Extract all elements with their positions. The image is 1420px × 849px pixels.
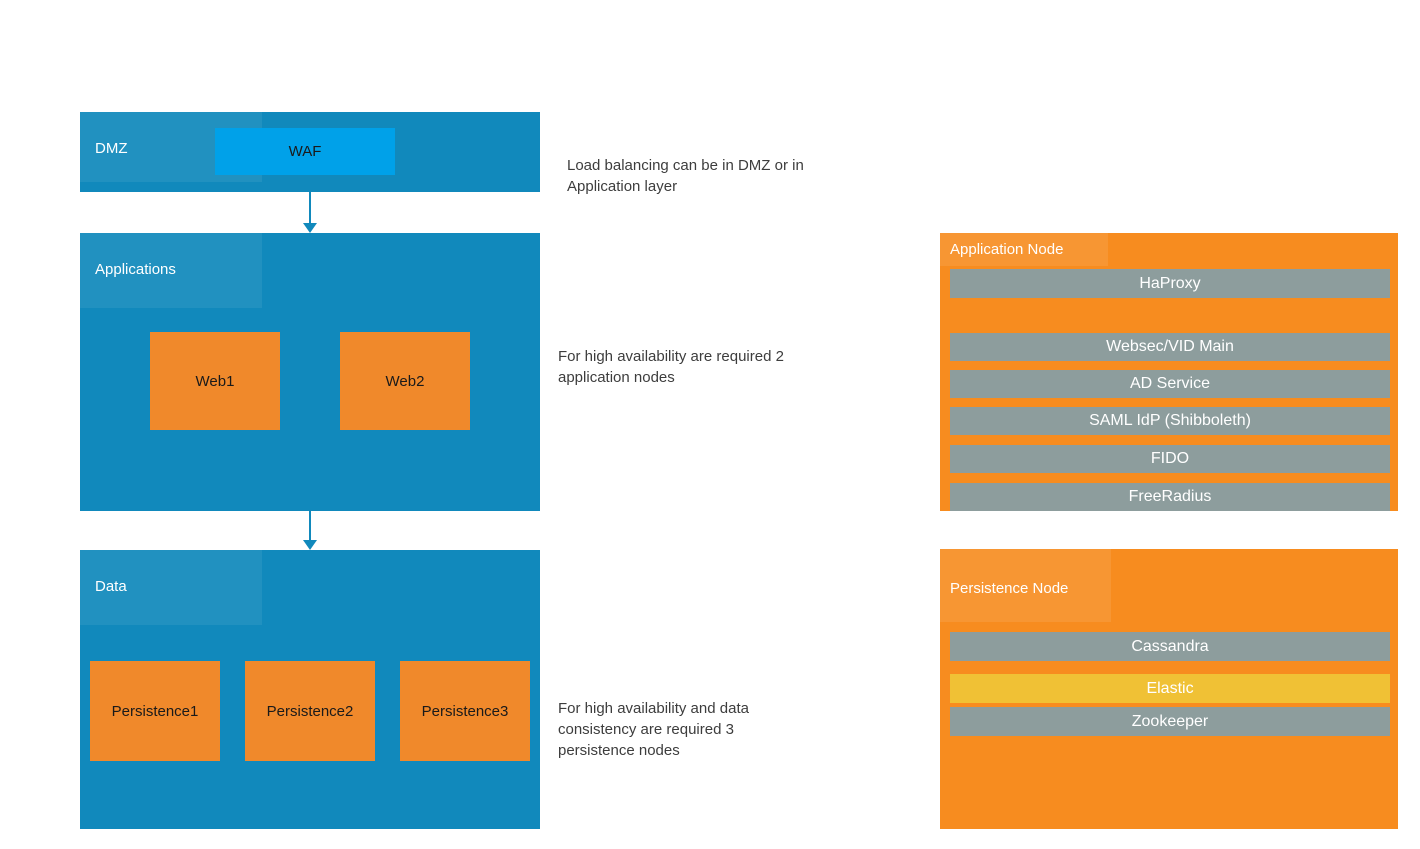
service-bar-saml-idp: SAML IdP (Shibboleth) (950, 407, 1390, 435)
arrow-down-icon (303, 223, 317, 233)
arrow-applications-to-data-line (309, 511, 311, 540)
applications-header-shade (80, 233, 262, 308)
persistence1-node-box: Persistence1 (90, 661, 220, 761)
websec-vid-main-label: Websec/VID Main (1106, 338, 1234, 355)
service-bar-websec-vid-main: Websec/VID Main (950, 333, 1390, 361)
haproxy-label: HaProxy (1139, 274, 1201, 292)
ad-service-label: AD Service (1129, 375, 1211, 392)
cassandra-label: Cassandra (1131, 637, 1209, 655)
persistence-node-panel: Persistence Node Cassandra Elastic Zooke… (940, 549, 1398, 829)
persistence-availability-note: For high availability and data consisten… (558, 700, 749, 759)
applications-label: Applications (95, 261, 176, 278)
data-label: Data (95, 578, 127, 595)
dmz-label: DMZ (95, 140, 128, 157)
persistence2-node-box: Persistence2 (245, 661, 375, 761)
service-bar-cassandra: Cassandra (950, 632, 1390, 661)
persistence-node-header-shade (940, 549, 1111, 622)
persistence-node-title: Persistence Node (950, 580, 1069, 597)
saml-idp-label: SAML IdP (Shibboleth) (1089, 412, 1251, 429)
web1-node-box: Web1 (150, 332, 280, 430)
web2-label: Web2 (385, 372, 425, 390)
application-availability-note: For high availability are required 2 app… (558, 348, 784, 386)
service-bar-zookeeper: Zookeeper (950, 707, 1390, 736)
service-bar-haproxy: HaProxy (950, 269, 1390, 298)
dmz-layer: DMZ WAF (80, 112, 540, 192)
waf-label: WAF (288, 143, 322, 160)
fido-label: FIDO (1150, 450, 1190, 467)
zookeeper-label: Zookeeper (1131, 712, 1209, 730)
freeradius-label: FreeRadius (1128, 488, 1212, 505)
service-bar-freeradius: FreeRadius (950, 483, 1390, 511)
applications-layer: Applications Web1 Web2 (80, 233, 540, 511)
load-balancing-note: Load balancing can be in DMZ or in Appli… (567, 157, 804, 195)
service-bar-ad-service: AD Service (950, 370, 1390, 398)
elastic-label: Elastic (1146, 679, 1194, 697)
arrow-dmz-to-applications-line (309, 192, 311, 223)
web1-label: Web1 (195, 372, 235, 390)
application-node-header-shade (940, 233, 1108, 266)
application-node-panel: Application Node HaProxy Websec/VID Main… (940, 233, 1398, 511)
persistence3-label: Persistence3 (421, 702, 509, 720)
persistence3-node-box: Persistence3 (400, 661, 530, 761)
persistence2-label: Persistence2 (266, 702, 354, 720)
arrow-down-icon (303, 540, 317, 550)
application-node-title: Application Node (950, 241, 1064, 258)
service-bar-elastic: Elastic (950, 674, 1390, 703)
data-layer: Data Persistence1 Persistence2 Persisten… (80, 550, 540, 829)
data-header-shade (80, 550, 262, 625)
persistence1-label: Persistence1 (111, 702, 199, 720)
service-bar-fido: FIDO (950, 445, 1390, 473)
waf-box: WAF (215, 128, 395, 175)
web2-node-box: Web2 (340, 332, 470, 430)
